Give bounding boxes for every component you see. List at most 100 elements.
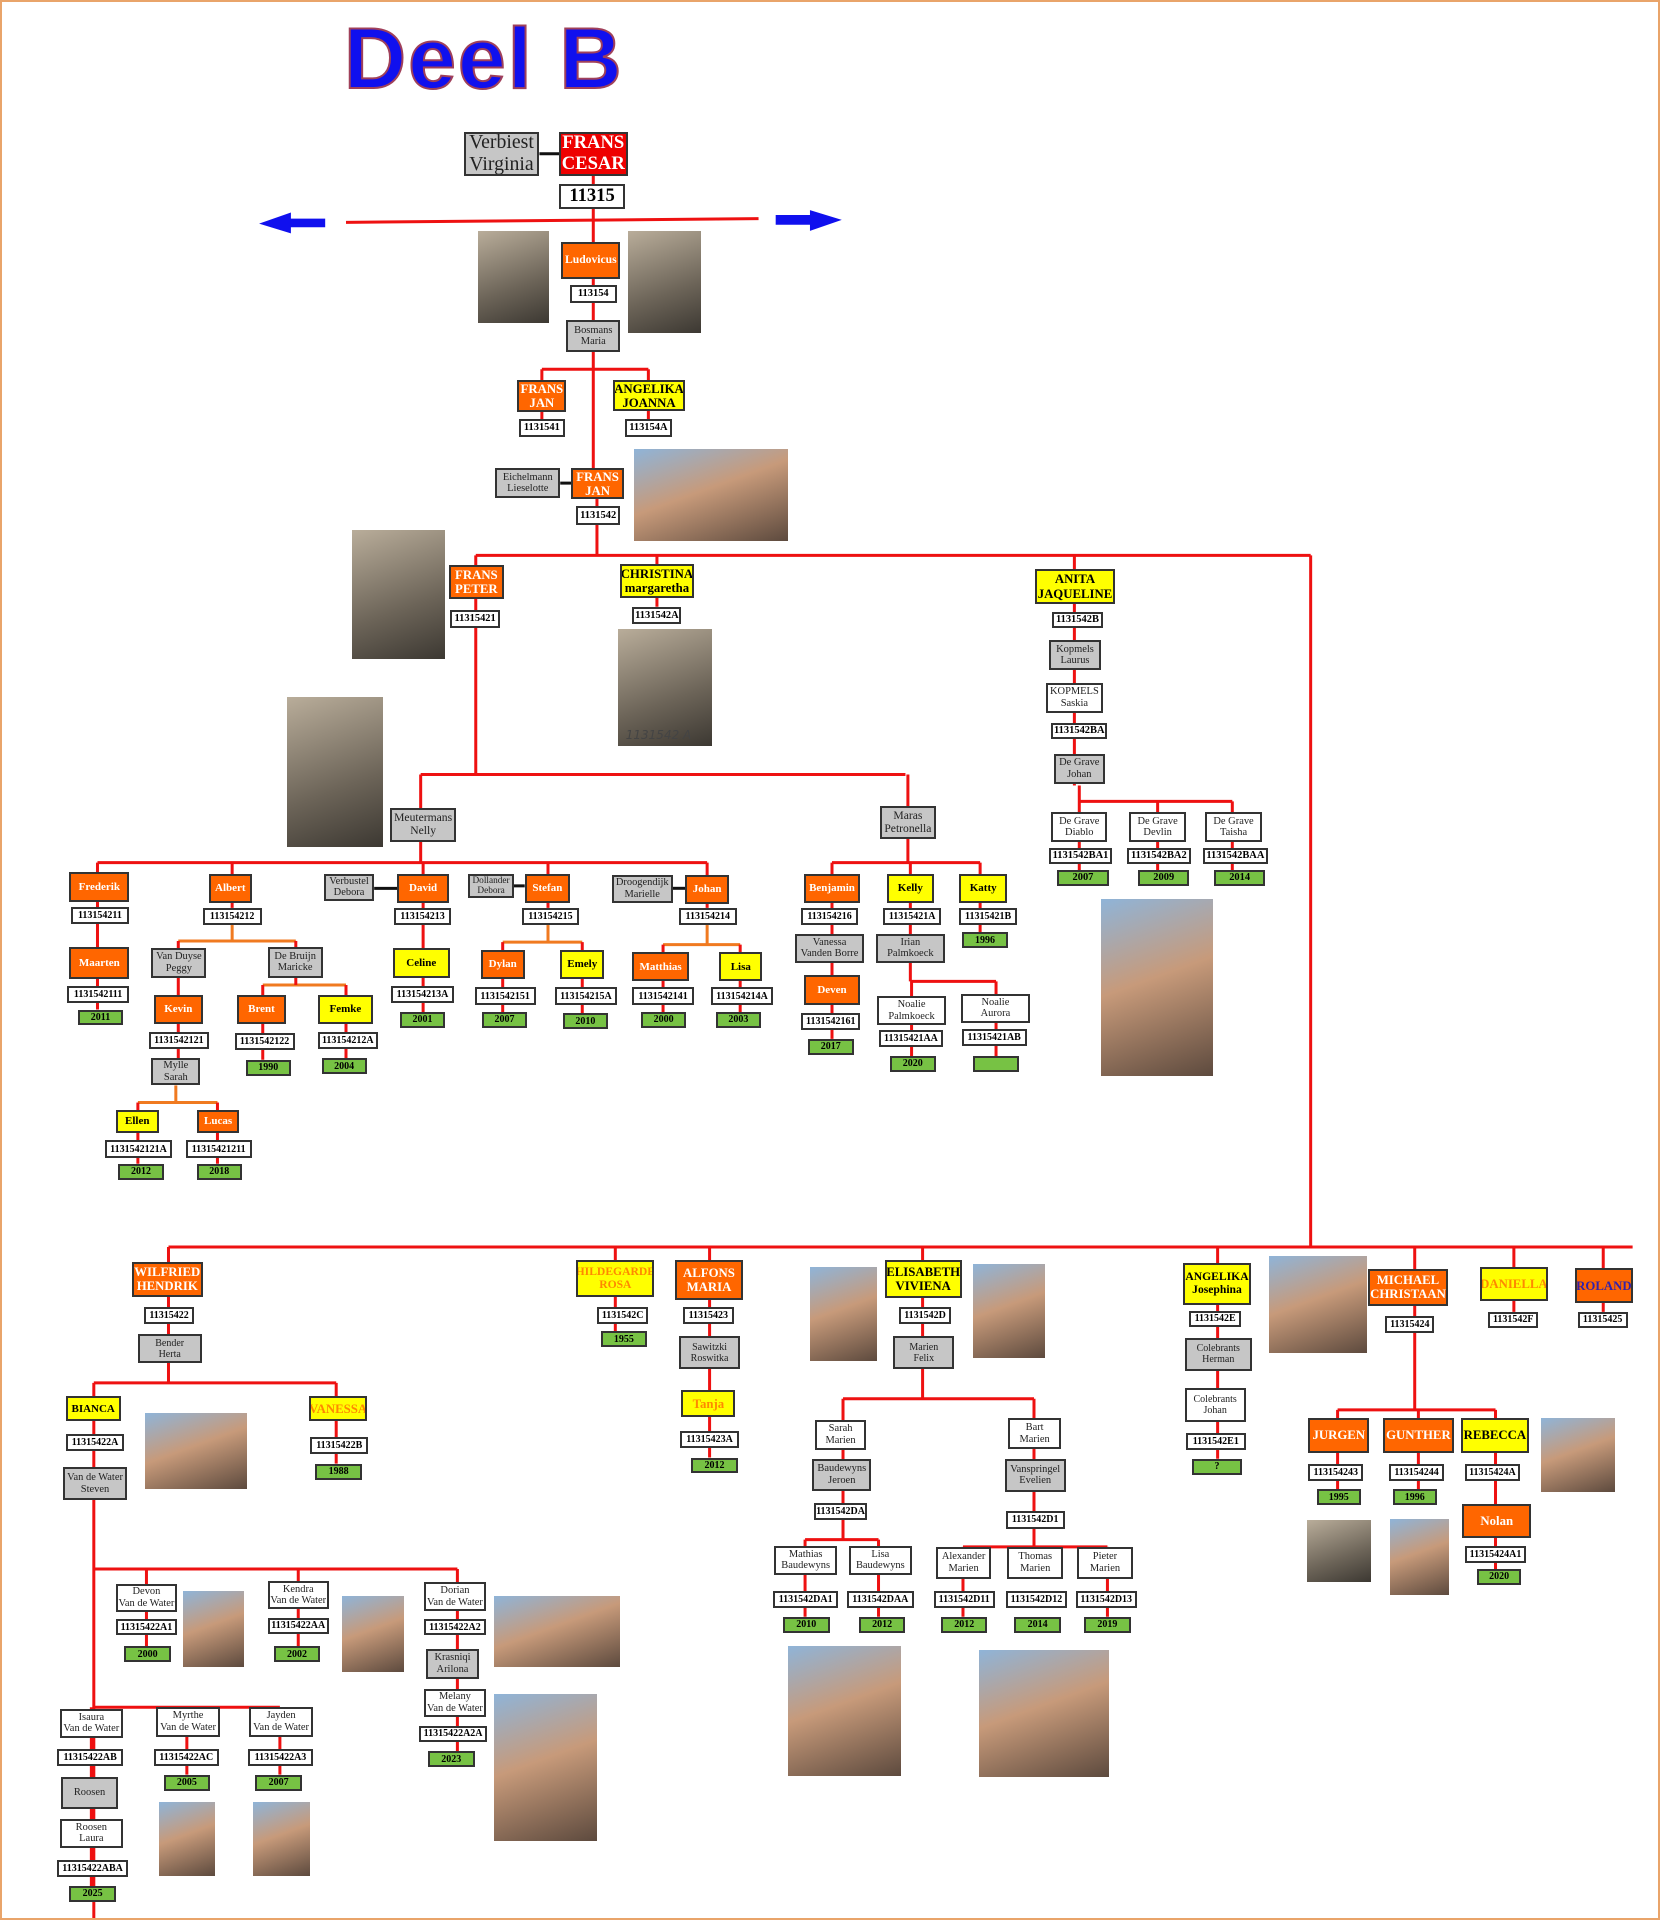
id-code-box-id-11315422a: 11315422A (65, 1434, 125, 1452)
person-box-frans-jan-1: FRANS JAN (517, 380, 567, 413)
id-code-box-id-1131542d11: 1131542D11 (933, 1590, 995, 1609)
id-code-box-id-1131542d12: 1131542D12 (1005, 1590, 1068, 1609)
birth-year-badge-yr-tanja: 2012 (691, 1457, 738, 1474)
spouse-box-vdw-steven: Van de Water Steven (63, 1467, 127, 1501)
id-code-box-id-113154243: 113154243 (1308, 1463, 1364, 1481)
id-code-box-id-1131542d13: 1131542D13 (1075, 1590, 1137, 1609)
id-code-box-id-11315424a: 11315424A (1464, 1463, 1520, 1481)
id-code-box-id-11315421211: 11315421211 (185, 1140, 252, 1158)
id-code-box-id-113154214: 113154214 (678, 907, 737, 926)
birth-year-badge-yr-colebrants-johan: ? (1191, 1458, 1243, 1475)
person-box-kendra: Kendra Van de Water (267, 1581, 329, 1610)
family-photo (342, 1595, 404, 1672)
person-box-vanessa: VANESSA (309, 1396, 367, 1421)
spouse-box-krasniqi: Krasniqi Arilona (425, 1648, 480, 1680)
person-box-dorian: Dorian Van de Water (424, 1582, 486, 1611)
family-photo (1390, 1518, 1449, 1595)
person-box-matthias: Matthias (632, 951, 689, 982)
id-code-box-id-1131542c: 1131542C (596, 1306, 649, 1325)
id-code-box-id-11315422a2: 11315422A2 (424, 1619, 486, 1636)
person-box-lisa-b: Lisa Baudewyns (849, 1545, 912, 1576)
family-photo (287, 697, 383, 847)
family-photo (494, 1595, 621, 1667)
person-box-angelika-joanna: ANGELIKA JOANNA (612, 380, 686, 411)
birth-year-badge-yr-celine: 2001 (399, 1011, 446, 1028)
id-code-box-id-11315422ab: 11315422AB (57, 1748, 124, 1767)
birth-year-badge-yr-noalie-p: 2020 (889, 1056, 937, 1072)
person-box-mathias-b: Mathias Baudewyns (774, 1545, 837, 1576)
id-code-box-id-11315422: 11315422 (144, 1306, 195, 1325)
family-photo: 1131542 A (617, 628, 713, 747)
id-code-box-id-11315422a2a: 11315422A2A (419, 1725, 487, 1742)
birth-year-badge-yr-vanessa: 1988 (315, 1463, 362, 1480)
birth-year-badge-yr-lucas: 2018 (196, 1163, 242, 1180)
person-box-isaura: Isaura Van de Water (59, 1708, 124, 1738)
birth-year-badge-yr-pieter: 2019 (1084, 1616, 1131, 1633)
id-code-box-id-1131542baa: 1131542BAA (1202, 847, 1268, 864)
person-box-bianca: BIANCA (65, 1396, 121, 1421)
family-photo (183, 1590, 245, 1667)
birth-year-badge-yr-lisa: 2003 (715, 1011, 761, 1028)
person-box-thomas: Thomas Marien (1007, 1546, 1064, 1579)
person-box-stefan: Stefan (524, 873, 570, 903)
person-box-jurgen: JURGEN (1308, 1418, 1370, 1453)
person-box-noalie-a: Noalie Aurora (960, 993, 1031, 1023)
spouse-box-kopmels-laurus: Kopmels Laurus (1048, 639, 1102, 671)
person-box-femke: Femke (317, 994, 373, 1025)
id-code-box-id-11315423a: 11315423A (680, 1430, 739, 1448)
person-box-myrthe: Myrthe Van de Water (156, 1707, 220, 1737)
id-code-box-id-113154215: 113154215 (522, 907, 579, 926)
person-box-johan: Johan (685, 874, 730, 905)
id-code-box-id-1131542121: 1131542121 (148, 1031, 209, 1049)
spouse-box-roosen: Roosen (60, 1777, 119, 1809)
id-code-box-id-1131542d: 1131542D (899, 1306, 951, 1325)
birth-year-badge-yr-thomas: 2014 (1014, 1616, 1061, 1633)
birth-year-badge-yr-ellen: 2012 (118, 1163, 164, 1180)
id-code-box-id-11315422ac: 11315422AC (153, 1748, 219, 1767)
person-box-wilfried: WILFRIED HENDRIK (131, 1261, 203, 1298)
person-box-angelika-j: ANGELIKA Josephina (1183, 1262, 1251, 1305)
family-photo (978, 1649, 1109, 1778)
person-box-lucas: Lucas (196, 1109, 240, 1134)
person-box-ludovicus: Ludovicus (561, 241, 621, 279)
birth-year-badge-yr-alexander: 2012 (940, 1616, 988, 1633)
birth-year-badge-yr-femke: 2004 (321, 1058, 367, 1075)
spouse-box-degrave-johan: De Grave Johan (1053, 753, 1105, 785)
id-code-box-id-11315422b: 11315422B (310, 1436, 369, 1454)
id-code-box-id-113154212: 113154212 (202, 907, 262, 926)
id-code-box-id-113154215a: 113154215A (555, 987, 617, 1005)
birth-year-badge-yr-kendra: 2002 (273, 1646, 321, 1662)
id-code-box-id-1131542: 1131542 (576, 506, 621, 525)
person-box-degrave-taisha: De Grave Taisha (1205, 812, 1262, 842)
id-code-box-id-11315421b: 11315421B (959, 907, 1017, 926)
id-code-box-id-11315421ab: 11315421AB (961, 1029, 1027, 1047)
birth-year-badge-yr-devlin: 2009 (1138, 869, 1190, 886)
person-box-deven: Deven (803, 975, 861, 1005)
family-photo (478, 230, 550, 323)
person-box-melany: Melany Van de Water (424, 1688, 486, 1718)
family-photo (972, 1264, 1045, 1359)
birth-year-badge-yr-myrthe: 2005 (163, 1774, 211, 1791)
id-code-box-id-113154216: 113154216 (801, 907, 858, 926)
person-box-david: David (397, 873, 449, 903)
id-code-box-id-1131542122: 1131542122 (234, 1032, 295, 1050)
id-code-box-id-1131542161: 1131542161 (801, 1013, 861, 1031)
id-code-box-id-113154213: 113154213 (393, 907, 452, 926)
id-code-box-id-11315422a1: 11315422A1 (115, 1619, 178, 1636)
id-code-box-id-113154211: 113154211 (70, 906, 130, 924)
spouse-box-droogendijk: Droogendijk Marielle (611, 874, 673, 903)
birth-year-badge-yr-noalie-a (972, 1056, 1020, 1072)
id-code-box-id-113154244: 113154244 (1389, 1463, 1445, 1481)
person-box-nolan: Nolan (1462, 1504, 1531, 1539)
person-box-jayden: Jayden Van de Water (249, 1707, 313, 1737)
family-photo (494, 1693, 597, 1841)
id-code-box-id-1131542ba2: 1131542BA2 (1127, 847, 1191, 864)
person-box-pieter: Pieter Marien (1076, 1546, 1134, 1579)
spouse-box-mylle: Mylle Sarah (151, 1058, 201, 1086)
person-box-daniella: DANIELLA (1479, 1266, 1549, 1301)
spouse-box-sawitzki: Sawitzki Roswitka (678, 1336, 741, 1370)
id-code-box-id-1131542da1: 1131542DA1 (773, 1590, 839, 1609)
birth-year-badge-yr-gunther: 1996 (1392, 1489, 1437, 1506)
id-code-box-id-11315424a1: 11315424A1 (1464, 1545, 1527, 1563)
